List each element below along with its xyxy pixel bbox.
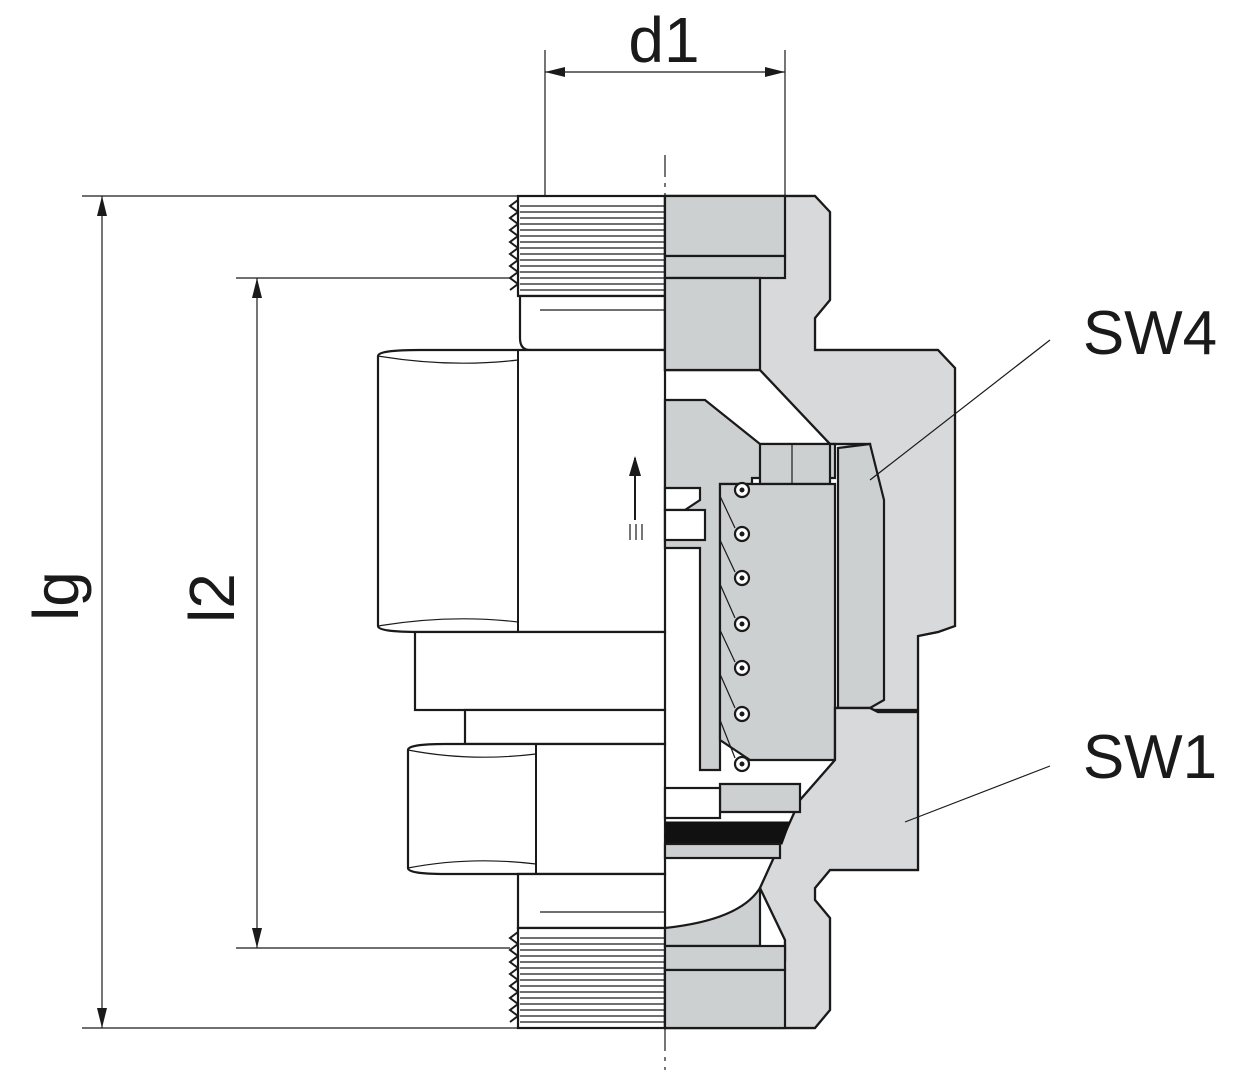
flow-arrow-icon bbox=[629, 456, 643, 540]
dimension-lg: lg bbox=[20, 195, 545, 1029]
callout-sw1: SW1 bbox=[904, 723, 1217, 823]
label-d1: d1 bbox=[628, 4, 699, 76]
top-thread bbox=[508, 199, 665, 291]
label-sw4: SW4 bbox=[1083, 299, 1217, 368]
label-lg: lg bbox=[20, 571, 92, 621]
bottom-thread bbox=[508, 931, 665, 1023]
callout-sw4: SW4 bbox=[869, 299, 1217, 481]
fitting-exterior-view bbox=[376, 194, 667, 1030]
dimension-l2: l2 bbox=[176, 277, 510, 949]
label-l2: l2 bbox=[176, 573, 248, 623]
fitting-section-view bbox=[629, 194, 957, 1030]
spring bbox=[719, 481, 751, 773]
label-sw1: SW1 bbox=[1083, 723, 1217, 792]
dimension-d1: d1 bbox=[544, 4, 786, 280]
